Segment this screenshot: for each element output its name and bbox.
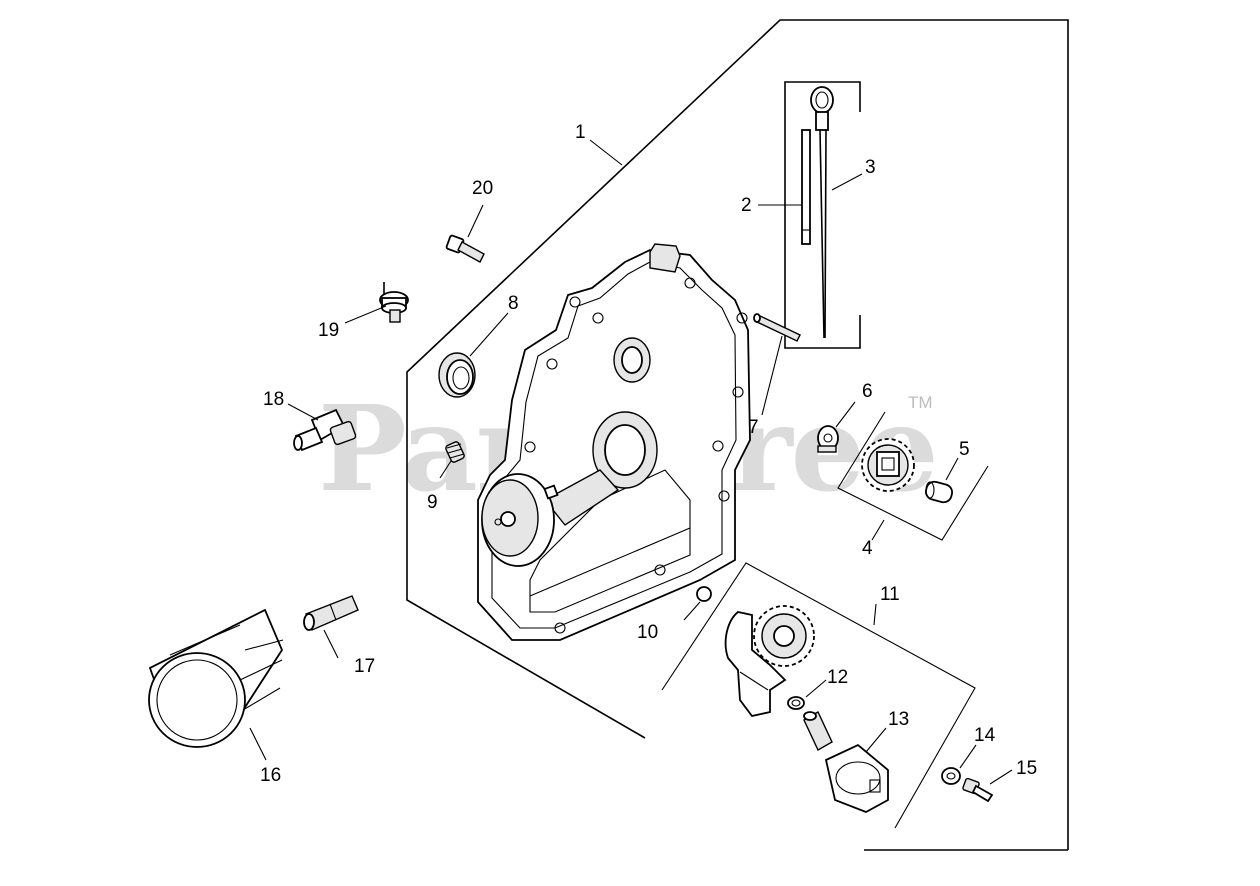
callout-19: 19 [318,320,339,341]
bolt-20 [445,234,485,263]
callout-16: 16 [260,765,281,786]
callout-4: 4 [862,538,873,559]
callout-20: 20 [472,178,493,199]
callout-14: 14 [974,725,996,746]
stud [303,595,359,631]
governor-holder [817,425,839,453]
callout-7: 7 [748,417,759,438]
elbow-fitting [293,408,357,452]
watermark-trademark: TM [908,393,933,412]
dipstick [810,86,834,339]
callout-17: 17 [354,656,375,677]
callout-8: 8 [508,293,519,314]
leader-lines [249,139,1013,785]
callout-5: 5 [959,439,970,460]
dipstick-tube [801,129,811,245]
oil-pump [724,605,815,718]
callout-3: 3 [865,157,876,178]
o-ring [787,696,805,710]
relief-valve [803,711,889,813]
callout-15: 15 [1016,758,1037,779]
crankcase-cover [477,243,751,641]
callouts: 1 2 3 4 5 6 7 8 9 10 11 12 13 14 15 16 1… [260,122,1037,786]
callout-11: 11 [880,584,900,605]
pressure-switch [379,282,409,323]
governor-gear [861,438,915,492]
oil-seal [438,352,476,398]
callout-9: 9 [427,492,438,513]
callout-10: 10 [637,622,658,643]
callout-1: 1 [575,122,586,143]
dipstick-box [758,81,863,349]
oil-filter [148,608,284,748]
bolt-15 [962,777,994,803]
pin [753,313,801,342]
callout-6: 6 [862,381,873,402]
washer [941,767,961,785]
set-screw [445,441,465,463]
callout-2: 2 [741,195,752,216]
callout-13: 13 [888,709,909,730]
governor-cap [925,480,953,504]
callout-18: 18 [263,389,284,410]
gear-group-box [837,411,989,541]
callout-12: 12 [827,667,848,688]
oil-pump-group-box [661,562,976,829]
assembly-boundary [406,19,1069,851]
steel-ball [696,586,712,602]
